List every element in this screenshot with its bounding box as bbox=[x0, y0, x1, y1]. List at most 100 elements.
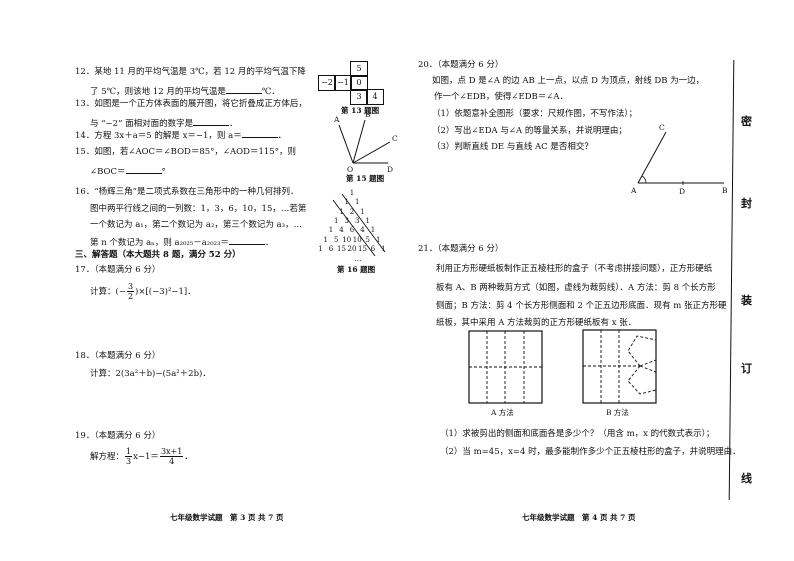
triangle-number: 5 bbox=[365, 235, 370, 244]
q12-line2: 了 5℃，则该地 12 月的平均气温是 ℃． bbox=[90, 84, 280, 98]
binding-char: 密 bbox=[741, 115, 752, 128]
q12-text: 了 5℃，则该地 12 月的平均气温是 bbox=[90, 87, 226, 97]
triangle-number: 4 bbox=[339, 226, 344, 235]
q20-part3: （3）判断直线 DE 与直线 AC 是否相交？ bbox=[432, 142, 593, 152]
q21-header: 21．（本题满分 6 分） bbox=[418, 244, 504, 254]
q16-line3: 一个数记为 a₁，第二个数记为 a₂，第三个数记为 a₃，… bbox=[90, 220, 303, 230]
point-label: D bbox=[679, 187, 686, 196]
q17-header: 17．（本题满分 6 分） bbox=[75, 265, 161, 275]
net-cell: 4 bbox=[366, 89, 384, 105]
q20-part1: （1）依题意补全图形（要求：尺规作图，不写作法）； bbox=[432, 109, 638, 119]
method-a-caption: A 方法 bbox=[491, 408, 514, 417]
triangle-number: 1 bbox=[381, 244, 386, 253]
triangle-number: 3 bbox=[355, 216, 360, 225]
q13-text: 与 “−2” 面相对面的数字是 bbox=[90, 119, 194, 129]
triangle-number: 1 bbox=[376, 235, 381, 244]
q12-line1: 12．某地 11 月的平均气温是 3℃，若 12 月的平均气温下降 bbox=[75, 67, 306, 77]
triangle-number: 1 bbox=[370, 226, 376, 235]
net-cell: 0 bbox=[350, 75, 368, 91]
triangle-number: 6 bbox=[328, 244, 334, 253]
figure-caption: 第 16 题图 bbox=[337, 265, 376, 274]
triangle-number: 15 bbox=[358, 244, 367, 253]
q13-line2: 与 “−2” 面相对面的数字是 ． bbox=[90, 116, 238, 130]
point-label: A bbox=[631, 186, 637, 195]
point-label: C bbox=[392, 134, 398, 143]
point-label: A bbox=[334, 115, 340, 124]
q14-text: 14．方程 3x＋a＝5 的解是 x＝−1，则 a＝ bbox=[75, 131, 242, 141]
denominator: 3 bbox=[126, 457, 132, 466]
net-cell: −1 bbox=[334, 75, 352, 91]
q14: 14．方程 3x＋a＝5 的解是 x＝−1，则 a＝ ． bbox=[75, 128, 286, 142]
figure-caption: 第 15 题图 bbox=[346, 174, 385, 183]
q14-end: ． bbox=[277, 131, 287, 141]
q12-unit: ℃． bbox=[261, 87, 280, 97]
triangle-number: 10 bbox=[342, 235, 352, 244]
triangle-number: 1 bbox=[328, 226, 334, 235]
binding-char: 订 bbox=[741, 362, 752, 375]
triangle-number: 1 bbox=[318, 244, 323, 253]
q16-line4: 第 n 个数记为 aₙ，则 a₂₀₂₅－a₂₀₂₃＝ ． bbox=[90, 235, 273, 249]
q21-line1: 利用正方形硬纸板制作正五棱柱形的盒子（不考虑拼接问题），正方形硬纸 bbox=[436, 264, 713, 274]
triangle-number: 1 bbox=[349, 189, 355, 197]
q21-line4: 纸板，其中采用 A 方法裁剪的正方形硬纸板有 x 张． bbox=[436, 318, 637, 328]
page-footer: 七年级数学试题 第 3 页 共 7 页 bbox=[170, 513, 284, 522]
q15-text: ∠BOC＝ bbox=[90, 167, 126, 177]
numerator: 1 bbox=[125, 447, 133, 457]
q20-part2: （2）写出∠EDA 与∠A 的等量关系，并说明理由； bbox=[432, 126, 627, 136]
q19-text-end: ． bbox=[184, 452, 193, 462]
triangle-ellipsis: … bbox=[354, 254, 362, 263]
answer-blank bbox=[193, 116, 230, 126]
answer-blank bbox=[225, 84, 262, 94]
section-heading: 三、解答题（本大题共 8 题，满分 52 分） bbox=[75, 250, 241, 260]
binding-char: 装 bbox=[741, 294, 752, 307]
point-label: D bbox=[387, 165, 394, 174]
q20-line2: 作一个∠EDB，使得∠EDB＝∠A． bbox=[434, 92, 569, 102]
q16-end: ． bbox=[264, 238, 274, 248]
q17-text-end: )×[(−3)²−1]． bbox=[135, 287, 196, 297]
q19-text-mid: x−1＝ bbox=[133, 452, 159, 462]
point-label: B bbox=[722, 186, 728, 195]
q17-text: 计算：(− bbox=[90, 287, 126, 297]
q19-text: 解方程： bbox=[90, 452, 125, 462]
triangle-number: 15 bbox=[337, 244, 346, 253]
answer-blank bbox=[125, 164, 162, 174]
point-label: O bbox=[347, 165, 354, 174]
triangle-number: 3 bbox=[344, 216, 349, 225]
binding-char: 封 bbox=[741, 197, 752, 210]
q20-header: 20．（本题满分 6 分） bbox=[418, 60, 504, 70]
triangle-number: 1 bbox=[323, 235, 328, 244]
figure-caption: 第 13 题图 bbox=[341, 106, 380, 115]
q13-end: ． bbox=[229, 119, 238, 129]
triangle-number: 1 bbox=[344, 198, 349, 207]
q20-line1: 如图，点 D 是∠A 的边 AB 上一点，以点 D 为顶点，射线 DB 为一边， bbox=[432, 76, 705, 86]
q21-part1: （1）求被剪出的侧面和底面各是多少个？（用含 m，x 的代数式表示）； bbox=[440, 429, 715, 439]
triangle-number: 1 bbox=[355, 198, 360, 207]
q16-line1: 16．“杨辉三角”是二项式系数在三角形中的一种几何排列． bbox=[75, 187, 299, 197]
triangle-number: 20 bbox=[347, 244, 357, 253]
triangle-number: 6 bbox=[370, 244, 376, 253]
q16-line2: 图中两平行线之间的一列数：1，3，6，10，15，…若第 bbox=[90, 204, 307, 214]
triangle-number: 2 bbox=[349, 207, 355, 216]
triangle-number: 1 bbox=[334, 216, 339, 225]
q15-unit: ° bbox=[161, 167, 166, 177]
point-label: C bbox=[659, 123, 665, 132]
binding-char: 线 bbox=[741, 472, 752, 485]
q18-header: 18．（本题满分 6 分） bbox=[75, 351, 161, 361]
net-cell: 5 bbox=[350, 61, 368, 77]
q13-line1: 13．如图是一个正方体表面的展开图，将它折叠成正方体后， bbox=[75, 99, 307, 109]
q19-header: 19．（本题满分 6 分） bbox=[75, 431, 161, 441]
q16-text: 第 n 个数记为 aₙ，则 a₂₀₂₅－a₂₀₂₃＝ bbox=[90, 238, 229, 248]
triangle-number: 4 bbox=[360, 226, 365, 235]
numerator: 3x+1 bbox=[159, 447, 184, 457]
q15-line2: ∠BOC＝ ° bbox=[90, 164, 166, 178]
denominator: 2 bbox=[127, 292, 134, 301]
q21-part2: （2）当 m=45，x=4 时，最多能制作多少个正五棱柱形的盒子，并说明理由． bbox=[440, 447, 741, 457]
denominator: 4 bbox=[169, 457, 175, 466]
